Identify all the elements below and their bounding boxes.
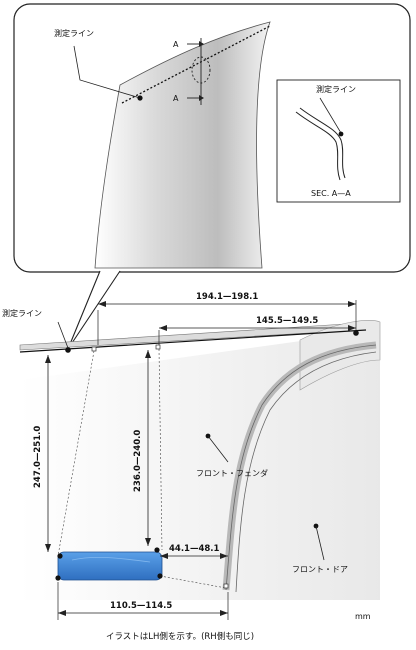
detail-callout: A A 測定ライン 測定ライン SEC. A—A — [13, 3, 411, 350]
front-door-label: フロント・ドア — [292, 565, 348, 574]
dim-top-short: 145.5—149.5 — [256, 316, 318, 326]
measure-line-main — [19, 329, 367, 353]
section-inset — [276, 79, 401, 203]
front-fender-label: フロント・フェンダ — [196, 468, 268, 478]
dim-top-long: 194.1—198.1 — [196, 292, 258, 302]
dim-vert-right: 236.0—240.0 — [133, 430, 143, 492]
section-mark-bottom: A — [173, 94, 179, 103]
vehicle-body — [20, 330, 380, 600]
dim-horiz-right: 44.1—48.1 — [169, 544, 220, 554]
section-mark-top: A — [173, 40, 179, 49]
section-measure-line-label: 測定ライン — [316, 84, 356, 94]
unit-label: mm — [355, 612, 371, 621]
main-view: 測定ライン 194.1—198.1 145.5—149.5 247.0—251.… — [2, 292, 381, 621]
measure-line-label-detail: 測定ライン — [54, 28, 94, 38]
dim-horiz-bottom: 110.5—114.5 — [110, 601, 172, 611]
measure-line-label-main: 測定ライン — [2, 308, 42, 318]
blue-part — [57, 551, 163, 581]
section-title: SEC. A—A — [311, 189, 351, 198]
dim-vert-left: 247.0—251.0 — [33, 426, 43, 488]
windshield-pillar-panel — [94, 21, 271, 269]
caption: イラストはLH側を示す。(RH側も同じ) — [105, 632, 255, 642]
